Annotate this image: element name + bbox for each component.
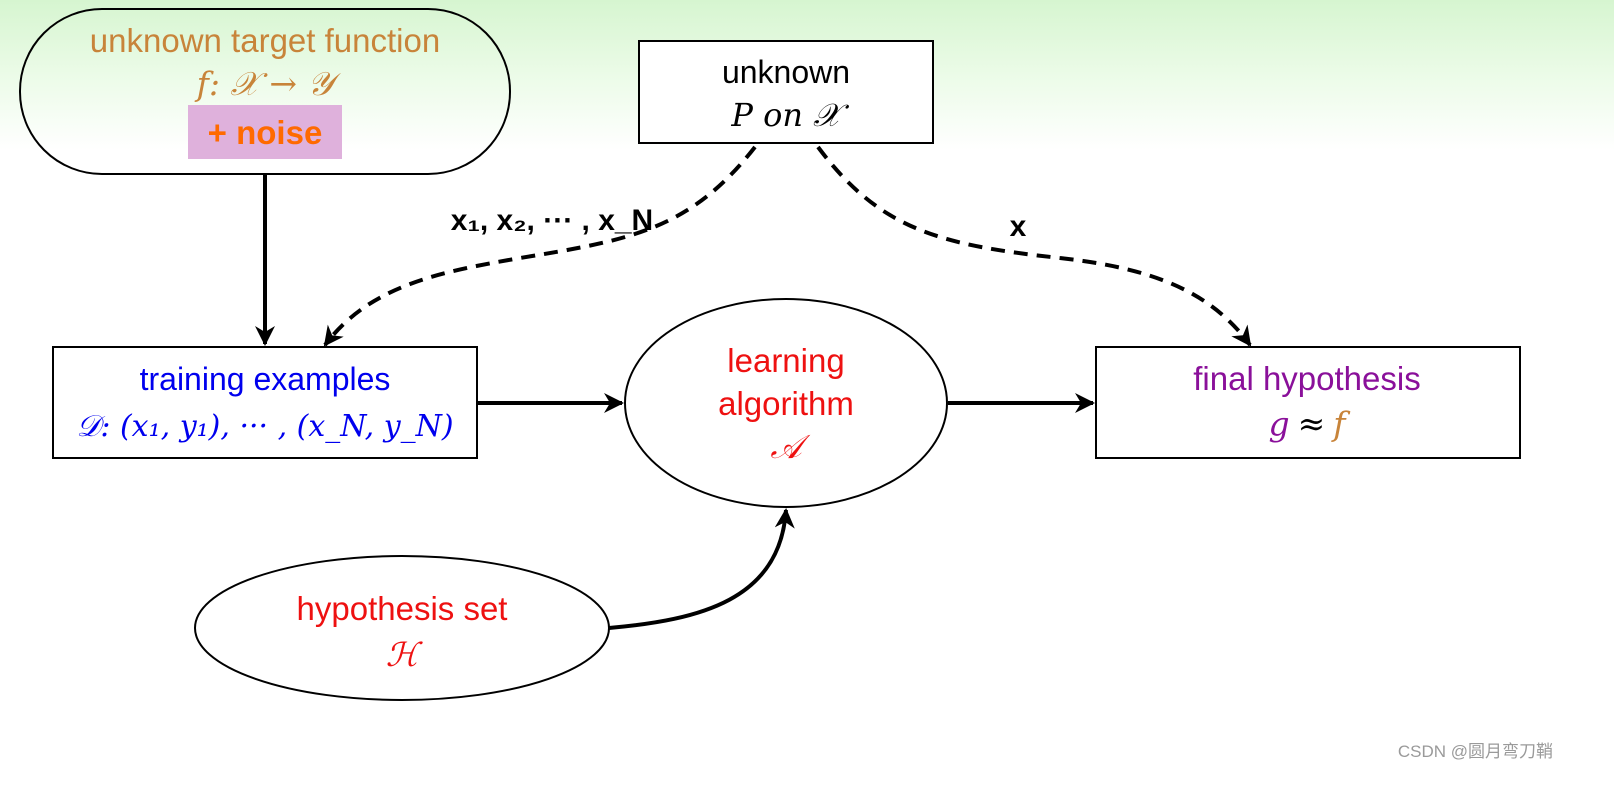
final-hypothesis-g: g [1269,404,1290,443]
noise-badge [188,105,342,159]
final-hypothesis-approx: ≈ [1298,404,1326,443]
distribution-line2: P on 𝒳 [730,96,850,134]
distribution-node: unknown P on 𝒳 [638,40,934,144]
target-function-formula: f: 𝒳 → 𝒴 [194,64,342,103]
edge-distribution-to-training [323,145,757,347]
training-examples-node: training examples 𝒟: (x₁, y₁), ··· , (x_… [52,346,478,459]
distribution-line1: unknown [722,54,850,90]
learning-algorithm-line1: learning [727,342,844,379]
learning-algorithm-line2: algorithm [718,385,854,422]
training-examples-box [52,346,478,459]
final-hypothesis-formula: g≈f [1269,404,1352,443]
training-examples-formula: 𝒟: (x₁, y₁), ··· , (x_N, y_N) [76,409,453,444]
hypothesis-set-title: hypothesis set [297,590,508,627]
edge-label-x: x [1010,210,1027,243]
watermark: CSDN @圆月弯刀鞘 [1398,742,1553,761]
learning-algorithm-node: learning algorithm 𝒜 [624,298,948,508]
final-hypothesis-node: final hypothesis g≈f [1095,346,1521,459]
final-hypothesis-title: final hypothesis [1193,360,1420,397]
target-function-node: unknown target function f: 𝒳 → 𝒴 + noise [19,8,511,175]
edge-label-samples: x₁, x₂, ··· , x_N [451,204,653,237]
learning-algorithm-shape [624,298,948,508]
edge-distribution-to-final [816,145,1252,347]
hypothesis-set-node: hypothesis set ℋ [194,555,610,701]
hypothesis-set-symbol: ℋ [386,635,424,674]
noise-label: + noise [208,114,323,151]
edge-hypothesis-to-learning [608,508,795,630]
final-hypothesis-box [1095,346,1521,459]
distribution-box [638,40,934,144]
target-function-shape [19,8,511,175]
training-examples-title: training examples [140,361,391,397]
hypothesis-set-shape [194,555,610,701]
target-function-title: unknown target function [90,22,440,59]
